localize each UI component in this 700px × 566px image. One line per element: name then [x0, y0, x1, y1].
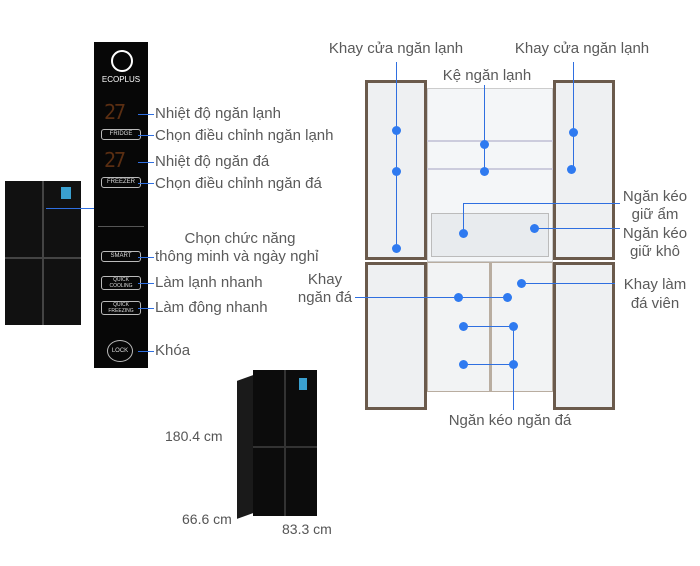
freezer-temp-display: 27 [104, 148, 126, 172]
lock-button[interactable]: LOCK [107, 340, 133, 362]
callout-line [138, 135, 154, 136]
marker-dot [508, 321, 518, 331]
fridge-side [237, 375, 253, 519]
right-upper-door [553, 80, 615, 260]
label-shelf: Kệ ngăn lạnh [442, 67, 532, 84]
callout-line [573, 62, 574, 170]
callout-line [463, 364, 513, 365]
callout-line [463, 203, 620, 204]
smart-button[interactable]: SMART [101, 251, 141, 262]
label-smart-line2: thông minh và ngày nghỉ [155, 248, 319, 265]
callout-line [138, 114, 154, 115]
marker-dot [516, 278, 526, 288]
marker-dot [479, 166, 489, 176]
callout-line [138, 351, 154, 352]
callout-line [138, 183, 154, 184]
dimension-depth: 66.6 cm [182, 511, 232, 527]
callout-line [463, 203, 464, 233]
freezer-button[interactable]: FREEZER [101, 177, 141, 188]
label-ice-tray-2: đá viên [630, 295, 680, 312]
callout-line [138, 257, 154, 258]
marker-dot [391, 166, 401, 176]
marker-dot [458, 359, 468, 369]
label-door-tray-left: Khay cửa ngăn lạnh [328, 40, 464, 57]
fridge-temp-display: 27 [104, 100, 126, 124]
marker-dot [566, 164, 576, 174]
label-freezer-tray-1: Khay [307, 271, 343, 288]
label-freezer-tray-2: ngăn đá [297, 289, 353, 306]
label-quick-cooling: Làm lạnh nhanh [155, 274, 263, 291]
dimension-width: 83.3 cm [282, 521, 332, 537]
callout-line [138, 308, 154, 309]
marker-dot [529, 223, 539, 233]
label-lock: Khóa [155, 342, 191, 359]
shelf [427, 168, 553, 170]
eco-leaf-icon [111, 50, 133, 72]
label-door-tray-right: Khay cửa ngăn lạnh [514, 40, 650, 57]
marker-dot [568, 127, 578, 137]
callout-line [484, 85, 485, 171]
label-quick-freezing: Làm đông nhanh [155, 299, 268, 316]
label-ice-tray-1: Khay làm [623, 276, 687, 293]
label-freezer-drawer: Ngăn kéo ngăn đá [448, 412, 572, 429]
panel-divider [98, 226, 144, 227]
label-dry-drawer-2: giữ khô [629, 243, 681, 260]
fridge-button[interactable]: FRIDGE [101, 129, 141, 140]
marker-dot [458, 228, 468, 238]
callout-line [534, 228, 620, 229]
right-lower-door [553, 262, 615, 410]
open-fridge-image [365, 80, 615, 410]
callout-line [396, 62, 397, 248]
marker-dot [391, 243, 401, 253]
marker-dot [453, 292, 463, 302]
label-humid-drawer-2: giữ ẩm [631, 206, 679, 223]
callout-line [521, 283, 615, 284]
callout-line [355, 297, 507, 298]
marker-dot [508, 359, 518, 369]
marker-dot [479, 139, 489, 149]
callout-line [138, 162, 154, 163]
fridge-dimension-image [253, 370, 317, 516]
quick-cooling-button[interactable]: QUICK COOLING [101, 276, 141, 290]
fridge-thumbnail-left [5, 181, 81, 325]
dimension-height: 180.4 cm [165, 428, 223, 444]
label-freezer-adjust: Chọn điều chỉnh ngăn đá [155, 175, 322, 192]
left-lower-door [365, 262, 427, 410]
crisper-drawers [431, 213, 549, 257]
marker-dot [502, 292, 512, 302]
label-humid-drawer-1: Ngăn kéo [622, 188, 688, 205]
label-freezer-temp: Nhiệt độ ngăn đá [155, 153, 270, 170]
freezer-divider [489, 262, 492, 392]
quick-freezing-button[interactable]: QUICK FREEZING [101, 301, 141, 315]
brand-logo: ECOPLUS [101, 75, 141, 84]
callout-line [138, 283, 154, 284]
label-dry-drawer-1: Ngăn kéo [622, 225, 688, 242]
panel-connector-line [46, 208, 94, 209]
marker-dot [458, 321, 468, 331]
label-fridge-temp: Nhiệt độ ngăn lạnh [155, 105, 281, 122]
control-panel: ECOPLUS 27 FRIDGE 27 FREEZER SMART QUICK… [94, 42, 148, 368]
callout-line [463, 326, 513, 327]
label-smart-line1: Chọn chức năng [184, 230, 296, 247]
shelf [427, 140, 553, 142]
label-fridge-adjust: Chọn điều chỉnh ngăn lạnh [155, 127, 334, 144]
marker-dot [391, 125, 401, 135]
